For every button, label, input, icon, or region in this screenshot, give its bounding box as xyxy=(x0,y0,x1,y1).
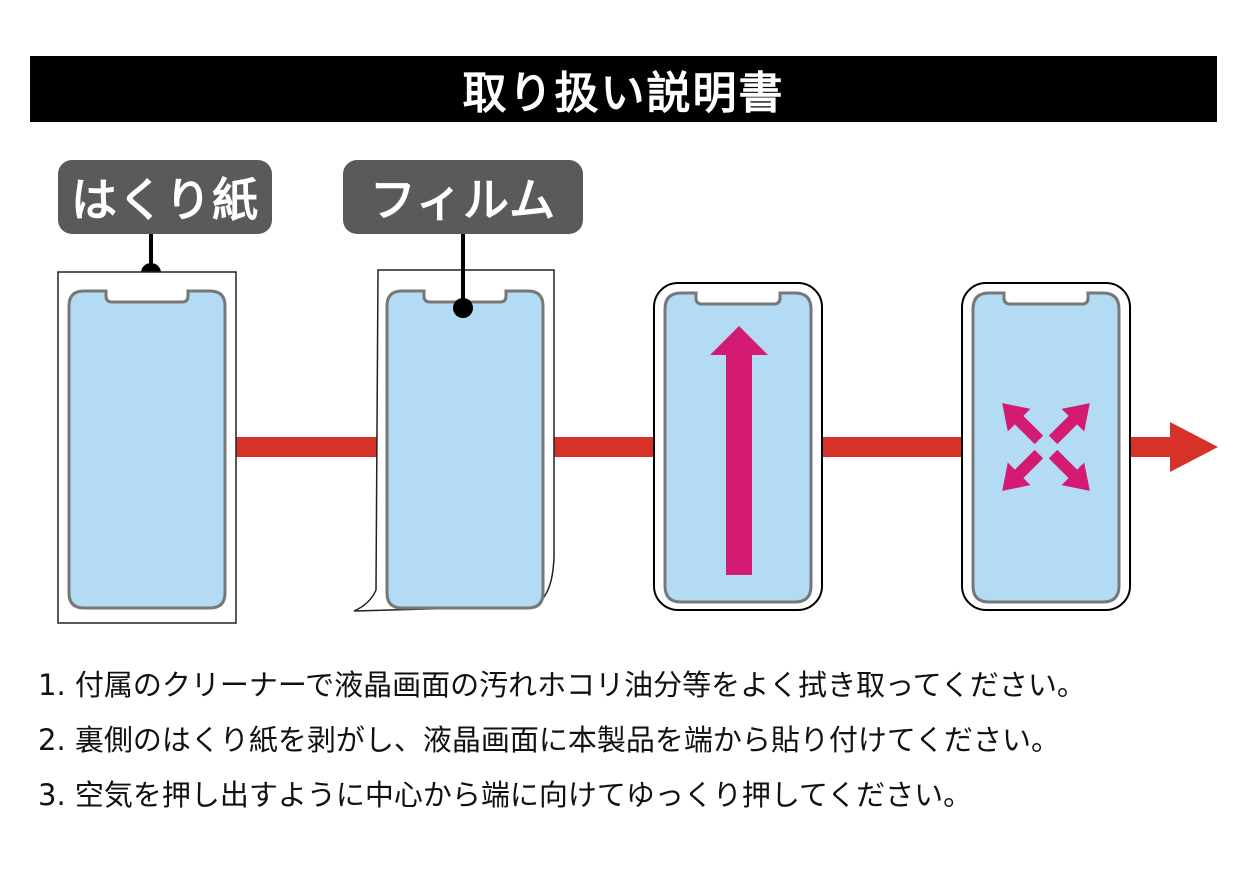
instruction-steps: 1. 付属のクリーナーで液晶画面の汚れホコリ油分等をよく拭き取ってください。 2… xyxy=(38,658,1086,823)
outward-arrow-up-right xyxy=(1048,403,1090,445)
outward-arrow-down-right xyxy=(1048,449,1090,491)
instruction-step-1: 1. 付属のクリーナーで液晶画面の汚れホコリ油分等をよく拭き取ってください。 xyxy=(38,668,1086,702)
panel-backing-paper xyxy=(57,271,237,624)
screen-film-4 xyxy=(971,291,1121,604)
page-title: 取り扱い説明書 xyxy=(30,56,1217,122)
flow-arrow-head xyxy=(1170,422,1218,472)
screen-film-2 xyxy=(385,289,545,610)
instruction-step-3: 3. 空気を押し出すように中心から端に向けてゆっくり押してください。 xyxy=(38,778,973,812)
panel-press-outward xyxy=(961,282,1131,611)
label-backing-paper: はくり紙 xyxy=(58,160,272,234)
panel-film-peel xyxy=(353,269,555,612)
screen-film-1 xyxy=(67,289,227,610)
press-up-arrow xyxy=(710,326,768,575)
outward-arrow-up-left xyxy=(1002,403,1044,445)
leader-dot-film xyxy=(453,298,473,318)
instruction-step-2: 2. 裏側のはくり紙を剥がし、液晶画面に本製品を端から貼り付けてください。 xyxy=(38,723,1061,757)
outward-arrow-down-left xyxy=(1002,449,1044,491)
panel-apply-from-edge xyxy=(653,282,823,611)
label-film: フィルム xyxy=(343,160,583,234)
